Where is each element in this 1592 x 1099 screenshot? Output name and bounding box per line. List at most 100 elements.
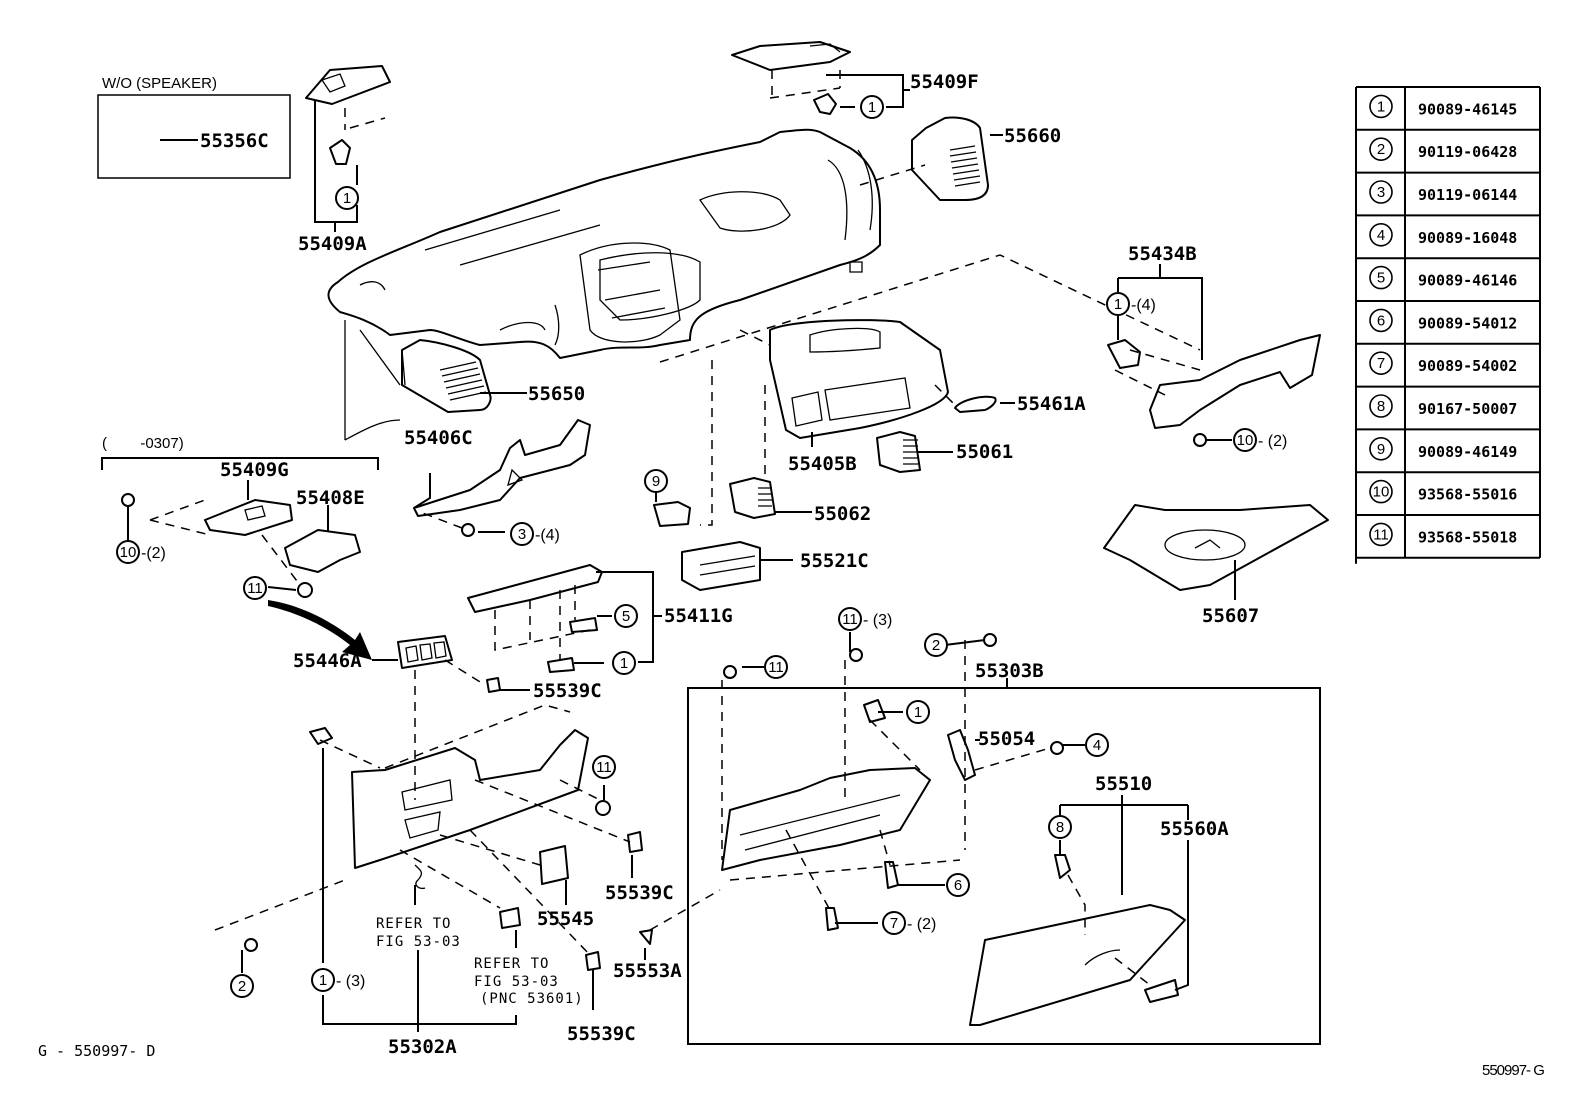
part-label-55607: 55607 <box>1202 605 1259 627</box>
callout-circle-icon <box>1369 351 1393 376</box>
callout-circle-icon <box>1233 428 1257 452</box>
assembly-lines <box>149 164 1201 986</box>
part-labels: 55356C55409A55409F556605565055434B55461A… <box>200 71 1259 1058</box>
part-label-55356C: 55356C <box>200 130 269 152</box>
callout-circle-icon <box>1369 94 1393 119</box>
small-parts-drawing <box>309 501 691 971</box>
callout-circle-icon <box>1085 733 1109 757</box>
glove-box-frame-drawing <box>721 699 976 871</box>
part-label-55660: 55660 <box>1004 125 1061 147</box>
part-label-55411G: 55411G <box>664 605 733 627</box>
table-part-number: 90089-54012 <box>1418 314 1517 332</box>
table-callout-number: 11 <box>1373 526 1389 543</box>
lower-panel-55302A-drawing <box>351 729 589 869</box>
callout-2: 2 <box>230 974 254 998</box>
refer-fig-note-1-line2: FIG 53-03 <box>376 934 461 950</box>
callout-number: 11 <box>842 611 858 628</box>
callout-circle-icon <box>230 974 254 998</box>
part-label-55054: 55054 <box>978 728 1035 750</box>
callout-circle-icon <box>882 911 906 935</box>
speaker-cover-right-drawing <box>731 41 851 115</box>
part-label-55545: 55545 <box>537 908 594 930</box>
callout-circle-icon <box>614 604 638 628</box>
table-callout-number: 2 <box>1377 141 1385 158</box>
callout-number: 11 <box>768 659 784 676</box>
callout-5: 5 <box>614 604 638 628</box>
left-vent-drawing <box>401 339 492 413</box>
table-row: 6 90089-54012 <box>1356 308 1540 345</box>
part-label-55539C-a: 55539C <box>533 680 602 702</box>
table-callout-number: 6 <box>1377 312 1385 329</box>
table-part-number: 90119-06428 <box>1418 143 1517 161</box>
garnish-55411G-drawing <box>467 564 603 673</box>
part-label-55539C-c: 55539C <box>567 1023 636 1045</box>
right-vent-drawing <box>911 116 989 201</box>
table-part-number: 93568-55018 <box>1418 528 1517 546</box>
refer-fig-note-1-line1: REFER TO <box>376 916 451 932</box>
table-callout-number: 7 <box>1377 355 1385 372</box>
callout-circle-icon <box>311 968 335 992</box>
callout-1: 1- (3) <box>311 968 365 992</box>
callout-circle-icon <box>838 607 862 631</box>
location-arrow-icon <box>268 600 372 660</box>
ashtray-bracket-55409G-drawing <box>204 499 293 536</box>
callout-1: 1 <box>335 186 359 210</box>
speaker-cover-left-drawing <box>305 65 391 165</box>
refer-fig-note-2-line3: (PNC 53601) <box>480 991 584 1007</box>
callout-number: 1 <box>868 99 876 116</box>
callout-number: 5 <box>622 608 630 625</box>
callout-8: 8 <box>1048 815 1072 839</box>
callout-circle-icon <box>1369 180 1393 204</box>
callout-number: 10 <box>1237 432 1254 449</box>
callout-11: 11 <box>592 755 616 779</box>
bracket-55406C-drawing <box>413 419 591 517</box>
part-label-55302A: 55302A <box>388 1036 457 1058</box>
refer-fig-note-2-line2: FIG 53-03 <box>474 974 559 990</box>
callout-number: 10 <box>120 544 137 561</box>
callout-number: 1 <box>1114 296 1122 313</box>
part-label-55409A: 55409A <box>298 233 367 255</box>
callout-number: 2 <box>238 978 246 995</box>
part-label-55434B: 55434B <box>1128 243 1197 265</box>
part-label-55650: 55650 <box>528 383 585 405</box>
part-label-55539C-b: 55539C <box>605 882 674 904</box>
table-part-number: 90089-16048 <box>1418 229 1517 247</box>
callout-circle-icon <box>1369 522 1393 547</box>
part-label-55405B: 55405B <box>788 453 857 475</box>
callout-circle-icon <box>1369 223 1393 247</box>
part-label-55409F: 55409F <box>910 71 979 93</box>
table-part-number: 93568-55016 <box>1418 486 1517 504</box>
callout-circle-icon <box>906 700 930 724</box>
part-label-55553A: 55553A <box>613 960 682 982</box>
callout-number: 4 <box>1093 737 1101 754</box>
table-row: 2 90119-06428 <box>1356 137 1540 174</box>
table-part-number: 90167-50007 <box>1418 400 1517 418</box>
part-label-55521C: 55521C <box>800 550 869 572</box>
table-callout-number: 9 <box>1377 441 1385 458</box>
callout-1: 1-(4) <box>1106 292 1156 316</box>
callout-number: 6 <box>954 877 962 894</box>
glove-box-door-drawing <box>969 904 1186 1026</box>
callout-9: 9 <box>644 469 668 493</box>
part-label-55409G: 55409G <box>220 459 289 481</box>
table-callout-number: 3 <box>1377 184 1385 201</box>
fasteners-drawing <box>121 433 1207 952</box>
callout-11: 11 <box>764 655 788 679</box>
callout-quantity: - (3) <box>863 612 892 629</box>
instrument-panel-drawing <box>327 128 881 441</box>
callout-number: 1 <box>620 655 628 672</box>
callout-11: 11 <box>243 576 267 600</box>
callout-circle-icon <box>1369 479 1393 504</box>
callout-circle-icon <box>1369 394 1393 418</box>
table-row: 11 93568-55018 <box>1356 522 1540 559</box>
callout-circle-icon <box>1369 436 1393 461</box>
callout-circle-icon <box>1369 308 1393 333</box>
tray-55607-drawing <box>1103 504 1329 591</box>
callout-number: 1 <box>319 972 327 989</box>
figure-code-left: G - 550997- D <box>38 1042 156 1060</box>
